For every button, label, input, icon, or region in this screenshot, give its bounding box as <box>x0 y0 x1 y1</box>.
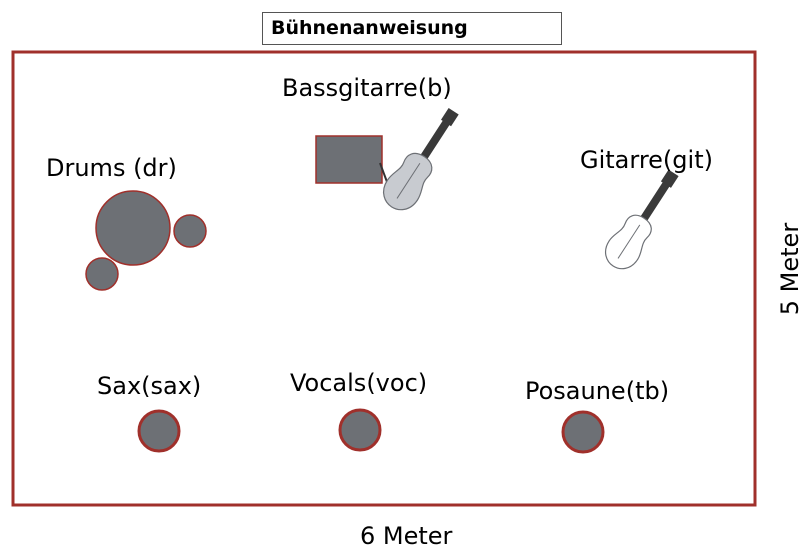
vocals-label: Vocals(voc) <box>290 369 428 397</box>
vocals-position <box>338 408 382 452</box>
bass-guitar <box>382 107 459 211</box>
drum-floor-tom <box>85 257 119 291</box>
bass-setup <box>315 107 459 211</box>
height-label: 5 Meter <box>776 222 804 316</box>
stage-title: Bühnenanweisung <box>262 12 562 45</box>
bass-label: Bassgitarre(b) <box>282 74 452 102</box>
sax-label: Sax(sax) <box>97 372 202 400</box>
drum-bass <box>95 190 171 266</box>
guitar-label: Gitarre(git) <box>580 146 713 174</box>
sax-position <box>137 409 181 453</box>
drum-kit <box>85 190 207 291</box>
drum-tom <box>173 214 207 248</box>
trombone-position <box>561 410 605 454</box>
trombone-label: Posaune(tb) <box>525 377 670 405</box>
drums-label: Drums (dr) <box>46 154 177 182</box>
guitar <box>604 169 679 270</box>
bass-amp <box>315 135 383 184</box>
width-label: 6 Meter <box>360 522 453 550</box>
stage-outline <box>11 50 757 507</box>
